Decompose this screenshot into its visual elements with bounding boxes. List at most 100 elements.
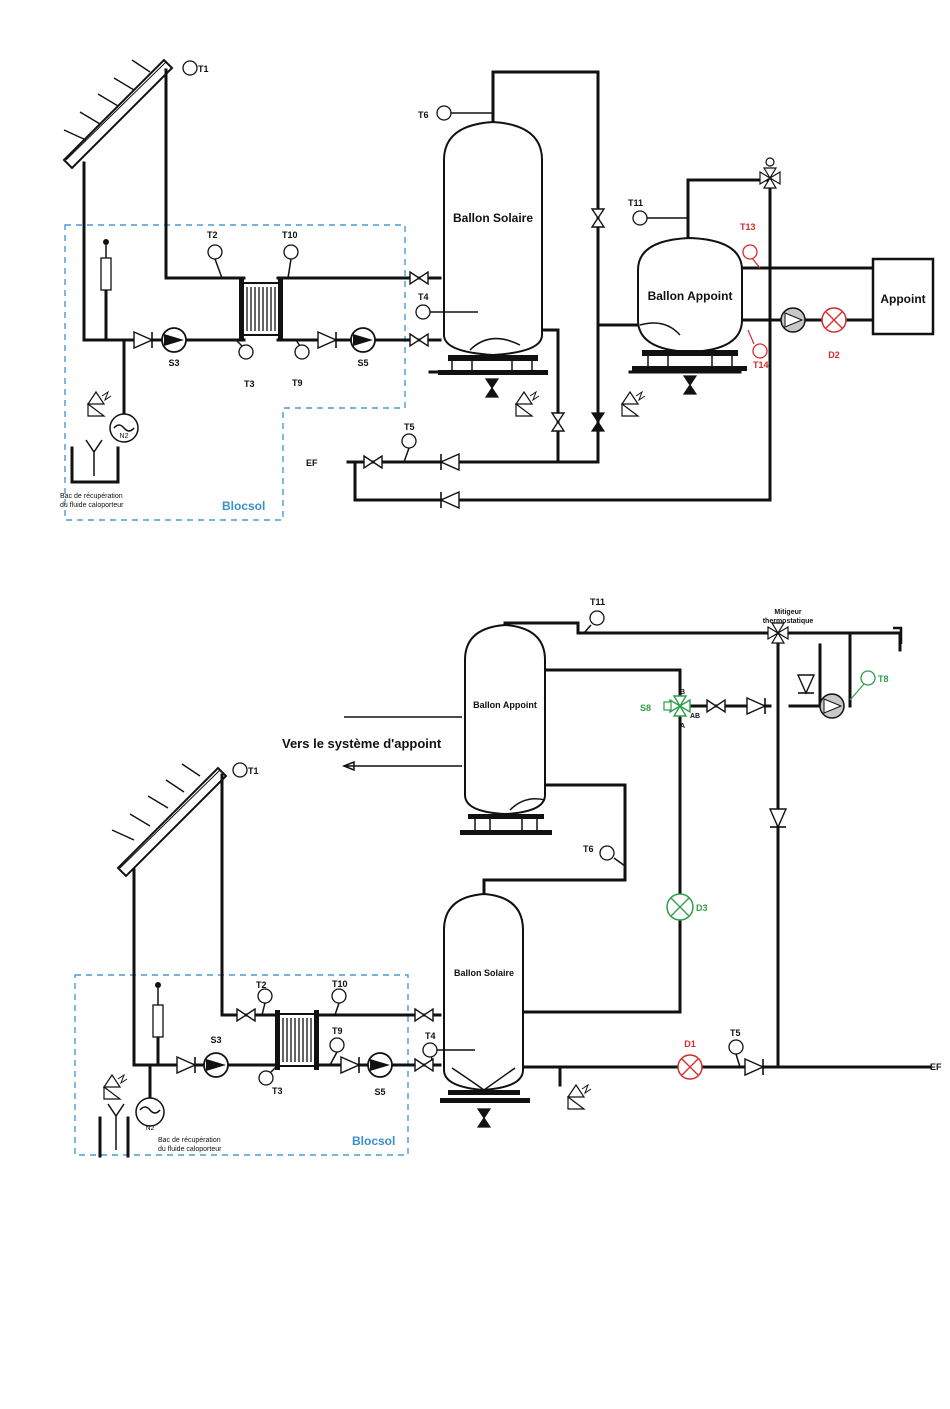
bottom-sun-rays xyxy=(111,763,201,841)
top-sensor-t5: T5 xyxy=(401,422,417,463)
svg-text:T9: T9 xyxy=(292,378,303,388)
top-check-valve xyxy=(317,331,337,349)
top-sensor-t10: T10 xyxy=(282,230,299,279)
top-appoint-box xyxy=(871,257,935,336)
top-s3-label: S3 xyxy=(168,358,179,368)
bottom-relief-valve xyxy=(567,1084,592,1110)
bottom-flowmeter-d3: D3 xyxy=(666,893,708,921)
top-three-way-valve[interactable] xyxy=(759,157,781,189)
bottom-port-a: A xyxy=(680,723,685,730)
bottom-ballon-appoint-tank xyxy=(464,623,546,816)
svg-text:T11: T11 xyxy=(628,198,643,208)
top-check-valve xyxy=(440,453,460,471)
svg-text:T4: T4 xyxy=(425,1031,436,1041)
bottom-ef-label: EF xyxy=(930,1062,942,1072)
svg-text:T11: T11 xyxy=(590,597,605,607)
top-pump-s5[interactable] xyxy=(350,327,376,353)
bottom-check-valve xyxy=(340,1056,360,1074)
bottom-s8-label: S8 xyxy=(640,703,651,713)
bottom-sensor-t3: T3 xyxy=(258,1064,283,1096)
bottom-pump-s5[interactable] xyxy=(367,1052,393,1078)
svg-text:T6: T6 xyxy=(583,844,594,854)
bottom-blocsol-boundary xyxy=(74,974,409,1156)
bottom-valve[interactable] xyxy=(414,1058,434,1072)
svg-text:T2: T2 xyxy=(207,230,218,240)
top-sensor-t1: T1 xyxy=(182,60,209,76)
svg-text:T3: T3 xyxy=(244,379,255,389)
top-valve[interactable] xyxy=(409,333,429,347)
top-ballon-solaire-tank xyxy=(443,120,543,357)
bottom-mitigeur-valve[interactable] xyxy=(767,622,789,644)
bottom-port-b: B xyxy=(680,689,685,696)
svg-text:T2: T2 xyxy=(256,980,267,990)
bottom-check-valve xyxy=(176,1056,196,1074)
bottom-check-valve xyxy=(744,1058,764,1076)
top-valve[interactable] xyxy=(363,455,383,469)
top-valve[interactable] xyxy=(409,271,429,285)
svg-text:D3: D3 xyxy=(696,903,708,913)
top-drain-valve[interactable] xyxy=(683,375,697,395)
top-sensor-t2: T2 xyxy=(207,230,223,279)
bottom-three-way-valve-s8[interactable] xyxy=(663,695,691,717)
svg-text:T3: T3 xyxy=(272,1086,283,1096)
bottom-valve[interactable] xyxy=(236,1008,256,1022)
top-valve[interactable] xyxy=(551,412,565,432)
top-flowmeter-d2: D2 xyxy=(821,307,847,360)
bottom-tap-icon xyxy=(893,626,903,644)
bottom-bac-line1: Bac de récupération xyxy=(158,1137,221,1144)
bottom-sensor-t1: T1 xyxy=(232,762,259,778)
bottom-mitigeur-line2: thermostatique xyxy=(763,618,814,625)
top-bac-line2: du fluide caloporteur xyxy=(60,502,124,509)
bottom-flowmeter-d1: D1 xyxy=(677,1039,703,1080)
bottom-port-ab: AB xyxy=(690,713,700,720)
top-drain-valve[interactable] xyxy=(485,378,499,398)
top-relief-valve xyxy=(621,391,646,417)
top-n2-label: N2 xyxy=(120,433,129,440)
top-air-vent xyxy=(100,239,112,291)
bottom-n2-label: N2 xyxy=(146,1125,155,1132)
top-sensor-t11: T11 xyxy=(628,198,688,226)
svg-text:T9: T9 xyxy=(332,1026,343,1036)
top-sun-rays xyxy=(63,59,151,141)
bottom-sensor-t8: T8 xyxy=(849,670,889,701)
top-sensor-t13: T13 xyxy=(740,222,761,269)
bottom-relief-valve xyxy=(103,1074,128,1100)
top-diagram: Ballon Solaire Ballon Appoint Appoint S3… xyxy=(60,59,935,521)
bottom-ballon-appoint-label: Ballon Appoint xyxy=(473,700,537,710)
svg-text:T5: T5 xyxy=(730,1028,741,1038)
bottom-check-valve xyxy=(797,674,815,694)
bottom-valve[interactable] xyxy=(414,1008,434,1022)
bottom-vers-arrow xyxy=(341,716,462,772)
svg-text:T10: T10 xyxy=(332,979,348,989)
top-solar-collector xyxy=(63,59,173,169)
top-blocsol-label: Blocsol xyxy=(222,499,265,513)
top-ef-label: EF xyxy=(306,458,318,468)
top-valve[interactable] xyxy=(591,208,605,228)
bottom-pump-s3[interactable] xyxy=(203,1052,229,1078)
top-expansion-vessel: N2 xyxy=(109,413,139,443)
bottom-vers-label: Vers le système d'appoint xyxy=(282,736,442,751)
top-valve[interactable] xyxy=(591,412,605,432)
bottom-sensor-t6: T6 xyxy=(583,844,626,867)
svg-text:T1: T1 xyxy=(248,766,259,776)
top-sensor-t3: T3 xyxy=(235,339,255,389)
top-pump-appoint[interactable] xyxy=(780,307,806,333)
top-sensor-t4: T4 xyxy=(415,292,431,320)
bottom-valve[interactable] xyxy=(706,699,726,713)
top-ballon-appoint-tank xyxy=(637,236,743,354)
bottom-expansion-vessel: N2 xyxy=(135,1097,165,1132)
bottom-check-valve xyxy=(746,697,766,715)
top-relief-valve xyxy=(515,391,540,417)
top-pump-s3[interactable] xyxy=(161,327,187,353)
bottom-diagram: Vers le système d'appoint Ballon Appoint… xyxy=(74,597,942,1158)
svg-text:D2: D2 xyxy=(828,350,840,360)
top-appoint-label: Appoint xyxy=(880,292,925,306)
top-ballon-appoint-label: Ballon Appoint xyxy=(648,289,733,303)
bottom-s3-label: S3 xyxy=(210,1035,221,1045)
bottom-drain-valve[interactable] xyxy=(477,1108,491,1128)
svg-text:T14: T14 xyxy=(753,360,769,370)
top-relief-valve xyxy=(87,391,112,417)
bottom-pump-recirculation[interactable] xyxy=(819,693,845,719)
svg-text:T6: T6 xyxy=(418,110,429,120)
